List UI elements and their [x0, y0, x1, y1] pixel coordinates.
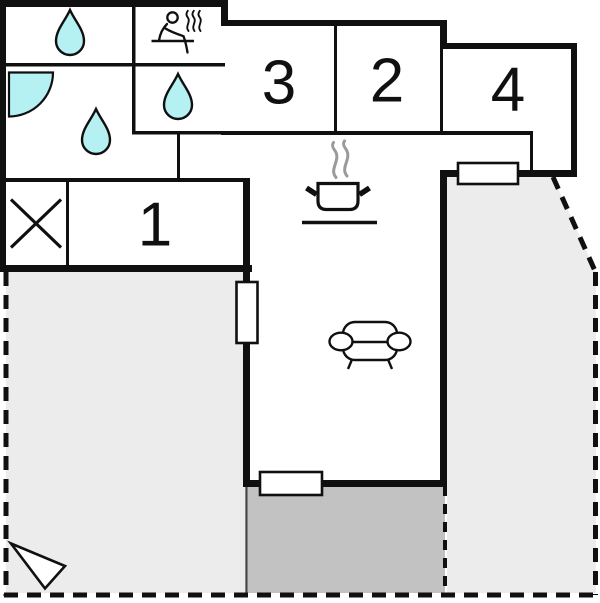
windows: [235, 161, 520, 497]
door-swing-icon: [7, 71, 55, 118]
wall-segment: [0, 0, 228, 7]
crossed-box-icon: [9, 198, 63, 249]
sofa-armrest: [386, 331, 412, 352]
sofa-armrest: [328, 331, 354, 352]
wall-segment: [440, 170, 447, 487]
wall-segment: [334, 24, 337, 134]
wall-segment: [440, 47, 443, 135]
terrace-dark: [245, 481, 445, 593]
wall-segment: [3, 178, 247, 182]
window-east: [456, 161, 520, 186]
wall-segment: [530, 133, 533, 173]
sauna-steam-icon: [185, 9, 190, 32]
room-3-label: 3: [262, 49, 296, 118]
wall-segment: [440, 43, 577, 49]
wall-segment: [571, 43, 577, 177]
sauna-steam-icon: [197, 9, 202, 32]
terrace-right: [447, 177, 596, 593]
wall-segment: [0, 265, 252, 272]
north-arrow-icon: [7, 540, 68, 591]
pot-handle: [305, 185, 318, 197]
wall-segment: [3, 63, 225, 67]
room-2-label: 2: [370, 47, 404, 116]
terraces: [6, 177, 596, 593]
wall-segment: [0, 0, 6, 272]
wall-segment: [243, 480, 447, 487]
sauna-person-leg: [164, 27, 189, 54]
bathroom-icons: [7, 7, 194, 156]
cross-line: [9, 198, 63, 249]
sauna-person-head: [166, 11, 179, 24]
wall-segment: [221, 20, 447, 26]
terrace-boundary: [3, 175, 598, 598]
pot-handle: [358, 185, 371, 197]
pot-steam-icon: [331, 141, 339, 179]
water-drop-icon: [54, 7, 86, 57]
water-drop-icon: [162, 71, 194, 121]
sofa-icon: [328, 320, 412, 370]
terrace-left: [6, 271, 245, 593]
wall-segment: [177, 131, 180, 181]
wall-segment: [221, 0, 228, 26]
sauna-steam-icon: [191, 9, 196, 32]
room-labels: 1 2 3 4: [138, 47, 525, 260]
sofa-leg: [346, 359, 354, 370]
window-west: [235, 280, 259, 345]
sofa-leg: [386, 359, 394, 370]
sauna-person-back: [157, 22, 169, 42]
wall-segment: [440, 20, 447, 49]
room-1-label: 1: [138, 191, 172, 260]
boundary-diagonal: [550, 175, 598, 274]
window-south: [258, 470, 324, 497]
water-drop-icon: [80, 106, 112, 156]
pot-steam-icon: [342, 139, 350, 178]
sauna-icon: [151, 9, 202, 54]
room-4-label: 4: [491, 56, 525, 125]
pot-body: [316, 181, 360, 212]
kitchen-stove-icon: [302, 139, 377, 225]
wall-segment: [66, 182, 69, 265]
wall-segment: [221, 131, 533, 135]
wall-segment: [132, 3, 136, 134]
